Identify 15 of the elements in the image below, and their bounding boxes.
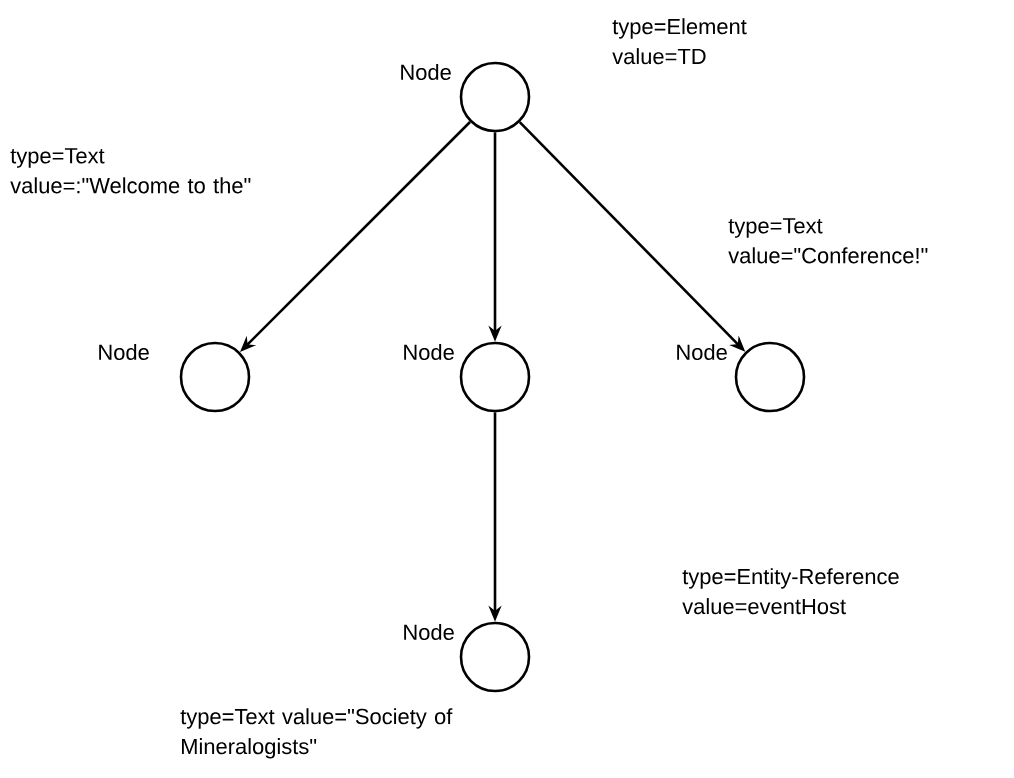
node-label: Node bbox=[404, 623, 454, 641]
node-description: type=Element value=TD bbox=[612, 18, 747, 65]
circle-node bbox=[459, 61, 531, 133]
node-label: Node bbox=[401, 63, 451, 81]
circle-node bbox=[179, 341, 251, 413]
node-label: Node bbox=[99, 343, 149, 361]
node-description: type=Text value="Society of Mineralogists" bbox=[180, 708, 453, 759]
circle-node bbox=[734, 341, 806, 413]
node-description: type=Entity-Reference value=eventHost bbox=[682, 568, 899, 615]
node-description: type=Text value="Conference!" bbox=[728, 218, 928, 264]
node-label: Node bbox=[677, 343, 727, 361]
node-description: type=Text value=:"Welcome to the" bbox=[10, 148, 251, 194]
circle-node bbox=[459, 341, 531, 413]
node-label: Node bbox=[404, 343, 454, 361]
circle-node bbox=[459, 621, 531, 693]
